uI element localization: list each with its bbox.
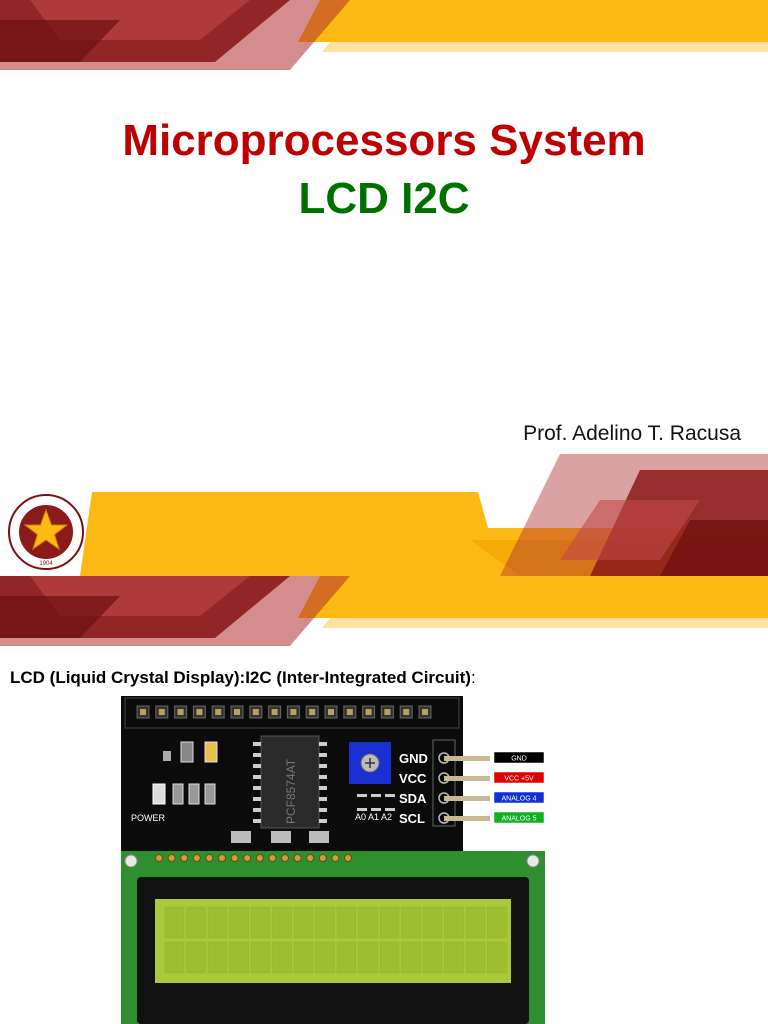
pin-wire — [444, 816, 490, 821]
power-label: POWER — [131, 813, 166, 823]
i2c-module-diagram: POWER PCF8574AT A0 A1 A2 GND GND VCC VCC +5… — [121, 696, 545, 851]
author-name: Prof. Adelino T. Racusa — [523, 422, 741, 445]
pin-label-sda: SDA — [399, 791, 427, 806]
pin-tag-text: ANALOG 5 — [501, 816, 536, 823]
pin-label-scl: SCL — [399, 811, 425, 826]
university-seal-logo: 1904 — [8, 494, 84, 570]
address-pin-labels: A0 A1 A2 — [355, 812, 392, 822]
slide-subtitle: LCD I2C — [298, 174, 470, 223]
heading-colon: : — [470, 668, 476, 687]
pin-tag-sda — [493, 791, 545, 804]
chip-label: PCF8574AT — [284, 758, 298, 824]
slide-heading: LCD (Liquid Crystal Display):I2C (Inter-… — [10, 668, 476, 688]
pin-tag-text: GND — [511, 756, 527, 763]
heading-lcd: LCD (Liquid Crystal Display): — [10, 668, 246, 687]
pcf8574-chip — [260, 735, 320, 829]
header-pin-row — [136, 705, 432, 719]
pin-wire — [444, 756, 490, 761]
top-banner-decoration — [0, 0, 768, 70]
pin-wire — [444, 796, 490, 801]
pin-tag-text: ANALOG 4 — [501, 796, 536, 803]
pin-tag-gnd — [493, 751, 545, 764]
seal-year: 1904 — [39, 561, 53, 567]
pin-tag-scl — [493, 811, 545, 824]
pin-label-gnd: GND — [399, 751, 428, 766]
title-slide: Microprocessors System LCD I2C Prof. Ade… — [0, 0, 768, 576]
heading-i2c: I2C (Inter-Integrated Circuit) — [245, 668, 471, 687]
top-banner-decoration-2 — [0, 576, 768, 646]
pin-label-vcc: VCC — [399, 771, 427, 786]
pin-connector: GND GND VCC VCC +5V SDA ANALOG 4 SCL ANALOG 5 — [399, 751, 545, 826]
pin-wire — [444, 776, 490, 781]
bottom-banner-decoration — [80, 454, 768, 576]
lcd-16x2-diagram — [121, 851, 545, 1024]
pin-tag-vcc — [493, 771, 545, 784]
slide-title: Microprocessors System — [122, 116, 646, 165]
content-slide: LCD (Liquid Crystal Display):I2C (Inter-… — [0, 576, 768, 1024]
pin-tag-text: VCC +5V — [504, 776, 534, 783]
